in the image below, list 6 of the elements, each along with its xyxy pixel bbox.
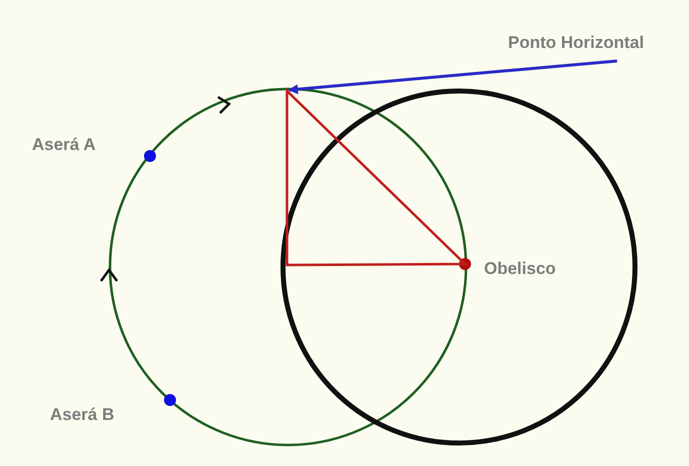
point-label: Aserá A	[32, 135, 96, 155]
point-label: Obelisco	[484, 259, 556, 279]
leader-arrow	[288, 60, 618, 94]
triangle	[286, 88, 468, 266]
point-label: Ponto Horizontal	[508, 33, 644, 53]
point-label: Aserá B	[50, 405, 114, 425]
